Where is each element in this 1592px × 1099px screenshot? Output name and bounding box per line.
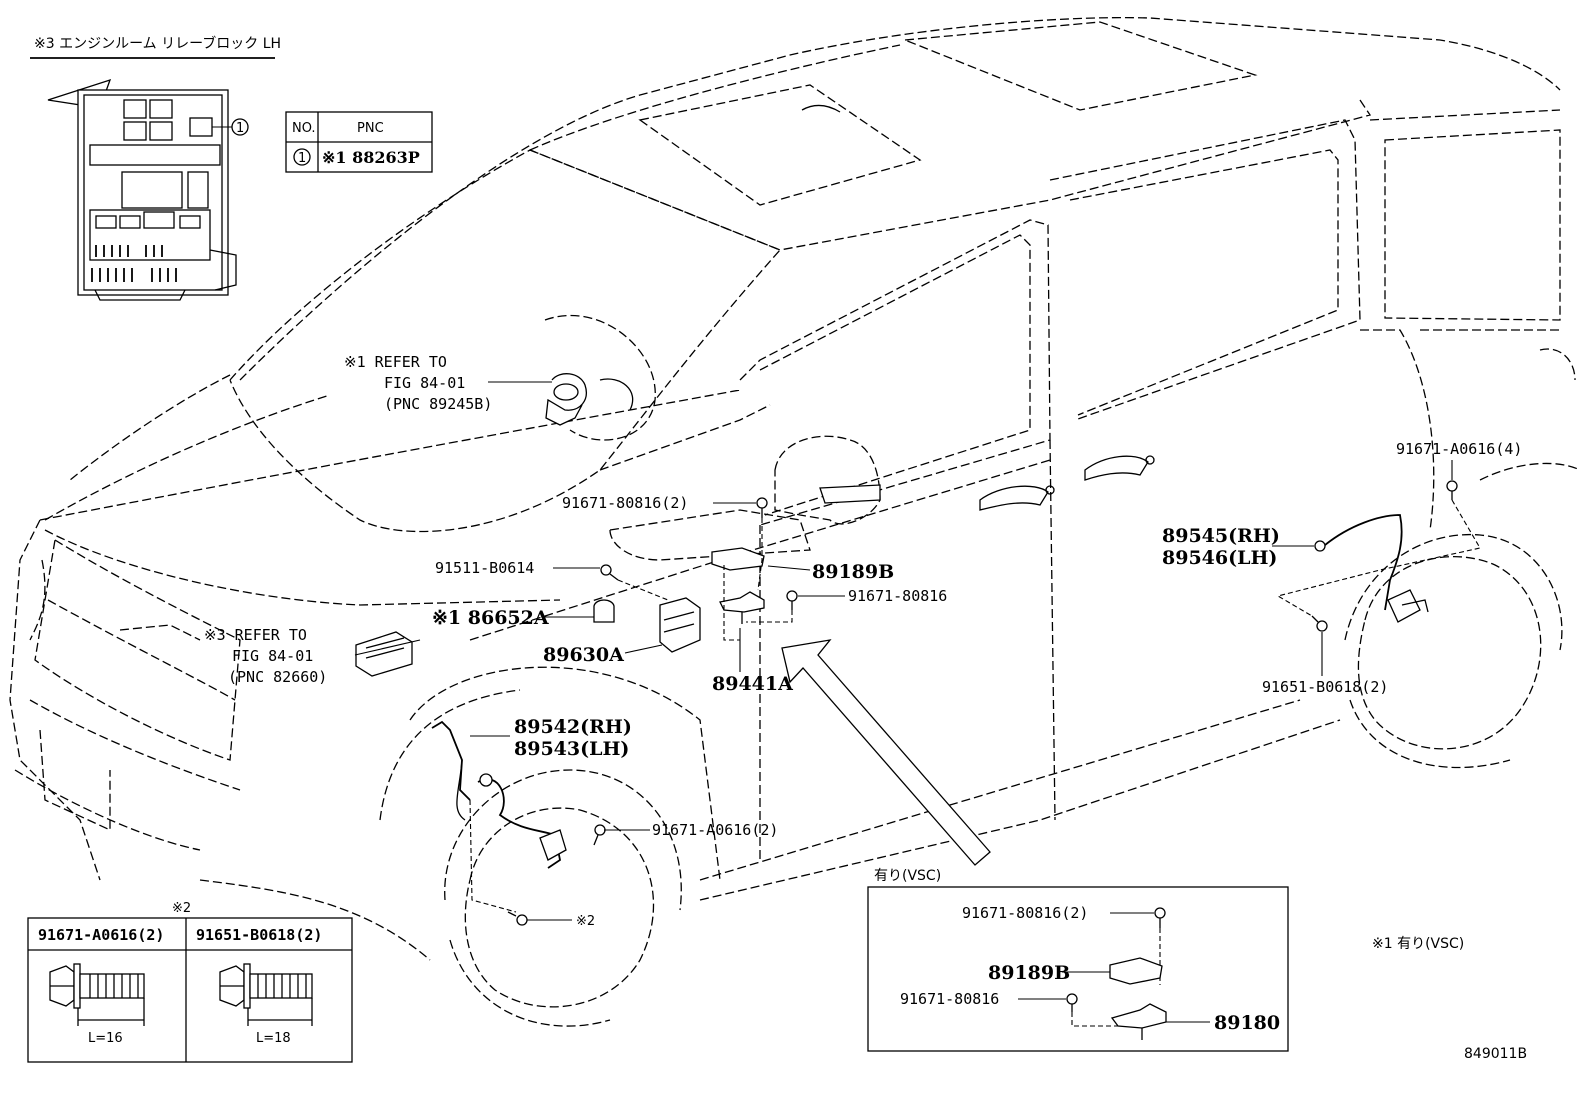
bolt-a0616-drawing xyxy=(49,963,145,1026)
bolt-table-col1-part: 91671-A0616(2) xyxy=(38,926,164,944)
relay-block-inset: ※3 エンジンルーム リレーブロック LH 1 xyxy=(30,35,281,301)
footnote-vsc: ※1 有り(VSC) xyxy=(1372,936,1464,952)
pnc-table-row-pnc: ※1 88263P xyxy=(322,148,420,167)
relay-block-callout: 1 xyxy=(236,121,244,136)
bolt-b0618-drawing xyxy=(219,963,313,1026)
part-89189b-label: 89189B xyxy=(812,561,894,583)
part-89542-rh-label: 89542(RH) xyxy=(514,716,632,738)
part-91671-a0616-4-label: 91671-A0616(4) xyxy=(1396,440,1522,458)
part-89543-lh-label: 89543(LH) xyxy=(514,738,629,760)
part-89546-lh-label: 89546(LH) xyxy=(1162,547,1277,569)
refer-fig-82660-line2: FIG 84-01 xyxy=(232,647,313,665)
pnc-table: NO. PNC 1 ※1 88263P xyxy=(285,111,433,173)
refer-fig-82660-line1: ※3 REFER TO xyxy=(204,626,307,644)
bolt-table-col2-part: 91651-B0618(2) xyxy=(196,926,322,944)
relay-block-title: ※3 エンジンルーム リレーブロック LH xyxy=(34,35,281,52)
refer-fig-89245b-line2: FIG 84-01 xyxy=(384,374,465,392)
callout-labels: ※1 REFER TO FIG 84-01 (PNC 89245B) 91671… xyxy=(204,353,1522,929)
refer-fig-89245b-line1: ※1 REFER TO xyxy=(344,353,447,371)
part-91671-a0616-2-label: 91671-A0616(2) xyxy=(652,821,778,839)
bolts-and-brackets xyxy=(355,480,1458,926)
part-91671-80816-label: 91671-80816 xyxy=(848,587,947,605)
pnc-table-row-no: 1 xyxy=(298,151,306,166)
part-86652a-label: ※1 86652A xyxy=(432,607,549,629)
pnc-table-header-no: NO. xyxy=(292,121,316,136)
part-91671-80816-2-label: 91671-80816(2) xyxy=(562,494,688,512)
part-89630a-label: 89630A xyxy=(543,644,624,666)
vsc-part-89189b-label: 89189B xyxy=(988,962,1070,984)
vsc-box-title: 有り(VSC) xyxy=(874,868,941,884)
vehicle-outline xyxy=(9,16,1581,1027)
yaw-rate-sensor-part xyxy=(545,373,587,426)
vsc-part-91671-80816-2-label: 91671-80816(2) xyxy=(962,904,1088,922)
part-89545-rh-label: 89545(RH) xyxy=(1162,525,1280,547)
bolt-table-col1-length: L=16 xyxy=(88,1031,123,1046)
bolt-table-note: ※2 xyxy=(172,901,191,916)
diagram-id: 849011B xyxy=(1464,1046,1527,1062)
refer-fig-89245b-line3: (PNC 89245B) xyxy=(384,395,492,413)
vsc-part-91671-80816-label: 91671-80816 xyxy=(900,990,999,1008)
note-2-marker: ※2 xyxy=(576,914,595,929)
bolt-spec-table: ※2 91671-A0616(2) 91651-B0618(2) L=16 xyxy=(27,901,353,1063)
part-89441a-label: 89441A xyxy=(712,673,793,695)
pnc-table-header-pnc: PNC xyxy=(357,121,384,136)
install-pointers xyxy=(469,499,1481,913)
part-91651-b0618-2-label: 91651-B0618(2) xyxy=(1262,678,1388,696)
vsc-detail-box: 有り(VSC) 91671-80816(2) 89189B 91671-8081… xyxy=(867,868,1289,1052)
refer-fig-82660-line3: (PNC 82660) xyxy=(228,668,327,686)
bolt-table-col2-length: L=18 xyxy=(256,1031,291,1046)
detail-arrow xyxy=(781,639,991,866)
relay-block-drawing: 1 xyxy=(47,78,249,301)
leader-lines xyxy=(354,381,1453,921)
part-91511-b0614-label: 91511-B0614 xyxy=(435,559,534,577)
vsc-part-89180-label: 89180 xyxy=(1214,1012,1280,1034)
